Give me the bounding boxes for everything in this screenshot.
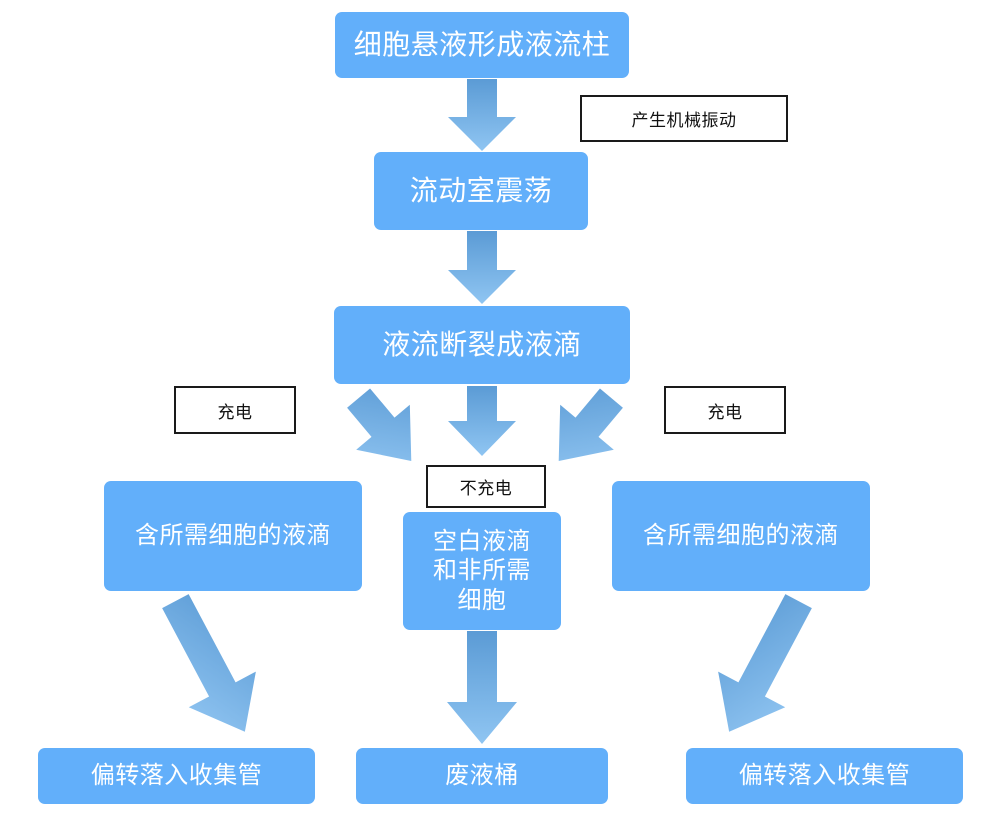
node-label: 空白液滴 和非所需 细胞	[433, 527, 531, 614]
note-charge-left[interactable]: 充电	[174, 386, 296, 434]
note-mechanical-vibration[interactable]: 产生机械振动	[580, 95, 788, 142]
note-label: 充电	[707, 402, 743, 423]
node-cell-suspension-stream[interactable]: 细胞悬液形成液流柱	[335, 12, 629, 78]
node-droplet-with-target-cells-left[interactable]: 含所需细胞的液滴	[104, 481, 362, 591]
node-label: 含所需细胞的液滴	[135, 521, 331, 550]
node-label: 含所需细胞的液滴	[643, 521, 839, 550]
node-label: 偏转落入收集管	[90, 761, 263, 790]
node-label: 液流断裂成液滴	[382, 327, 582, 361]
note-no-charge[interactable]: 不充电	[426, 465, 546, 508]
node-empty-and-unwanted-droplets[interactable]: 空白液滴 和非所需 细胞	[403, 512, 561, 630]
node-label: 废液桶	[445, 761, 519, 790]
node-deflect-into-collection-tube-left[interactable]: 偏转落入收集管	[38, 748, 315, 804]
node-stream-breaks-into-droplets[interactable]: 液流断裂成液滴	[334, 306, 630, 384]
note-label: 产生机械振动	[631, 111, 737, 131]
arrow-break-to-right-droplet	[558, 388, 623, 461]
arrow-stream-to-oscillation	[448, 79, 516, 151]
node-label: 细胞悬液形成液流柱	[353, 27, 611, 61]
node-deflect-into-collection-tube-right[interactable]: 偏转落入收集管	[686, 748, 963, 804]
arrow-left-droplet-to-tube	[162, 594, 256, 732]
node-flow-chamber-oscillation[interactable]: 流动室震荡	[374, 152, 588, 230]
node-label: 流动室震荡	[409, 173, 553, 207]
note-label: 充电	[217, 402, 253, 423]
note-label: 不充电	[459, 479, 513, 499]
arrow-right-droplet-to-tube	[718, 594, 812, 732]
arrow-middle-droplet-to-waste	[447, 631, 517, 744]
node-waste-container[interactable]: 废液桶	[356, 748, 608, 804]
node-label: 偏转落入收集管	[738, 761, 911, 790]
node-droplet-with-target-cells-right[interactable]: 含所需细胞的液滴	[612, 481, 870, 591]
note-charge-right[interactable]: 充电	[664, 386, 786, 434]
arrow-break-to-left-droplet	[347, 388, 412, 461]
arrow-break-to-middle-droplet	[448, 386, 516, 456]
arrow-oscillation-to-break	[448, 231, 516, 304]
